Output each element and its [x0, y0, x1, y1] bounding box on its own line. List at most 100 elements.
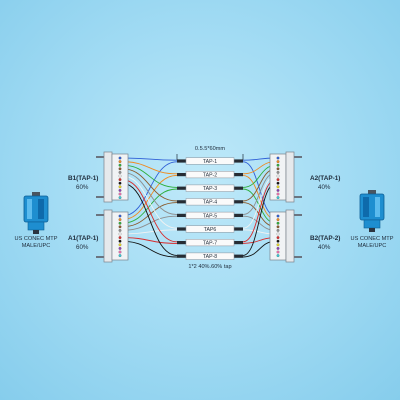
tap-label: TAP-4	[203, 200, 217, 206]
port-dot	[118, 239, 122, 243]
fiber-line	[121, 164, 178, 188]
tap-splitter-2: TAP-2	[177, 171, 243, 179]
port-dot	[276, 196, 280, 200]
port-dot	[118, 214, 122, 218]
port-dot	[118, 163, 122, 167]
port-a1-percent: 60%	[76, 244, 89, 251]
port-dot	[276, 228, 280, 232]
port-dot	[276, 225, 280, 229]
port-dot	[118, 167, 122, 171]
port-b1-percent: 60%	[76, 184, 89, 191]
fiber-line	[121, 240, 178, 258]
fiber-line	[121, 229, 178, 235]
tap-splitter-7: TAP-7	[177, 239, 243, 247]
port-dot	[118, 246, 122, 250]
dimension-label: 0.5.5*60mm	[195, 146, 225, 152]
right-port-dots	[276, 156, 280, 258]
left-mtp-connector	[23, 192, 49, 234]
port-dot	[276, 250, 280, 254]
port-a1-name: A1(TAP-1)	[68, 235, 98, 242]
fiber-line	[121, 168, 178, 202]
port-b2-name: B2(TAP-2)	[310, 235, 340, 242]
tap-label: TAP-3	[203, 186, 217, 192]
port-dot	[276, 214, 280, 218]
left-fanout-block	[96, 151, 129, 263]
port-b1-name: B1(TAP-1)	[68, 175, 98, 182]
left-connector-label-line2: MALE/UPC	[22, 243, 51, 249]
fiber-line	[121, 161, 178, 175]
port-dot	[118, 170, 122, 174]
port-dot	[118, 254, 122, 258]
tap-splitter-5: TAP-5	[177, 211, 243, 219]
left-connector-label-line1: US CONEC MTP	[15, 236, 58, 242]
fiber-line	[121, 179, 178, 243]
port-dot	[118, 174, 122, 178]
port-dot	[276, 243, 280, 247]
fiber-line	[121, 188, 178, 224]
port-b2-percent: 40%	[318, 244, 331, 251]
tap-label: TAP-8	[203, 254, 217, 260]
port-dot	[276, 192, 280, 196]
tap-label: TAP6	[204, 227, 217, 233]
port-dot	[276, 160, 280, 164]
port-dot	[276, 236, 280, 240]
right-fanout-block	[269, 151, 302, 263]
port-dot	[118, 188, 122, 192]
port-dot	[118, 156, 122, 160]
tap-splitter-4: TAP-4	[177, 198, 243, 206]
fiber-line	[121, 215, 178, 231]
port-dot	[276, 185, 280, 189]
port-dot	[276, 163, 280, 167]
port-dot	[118, 196, 122, 200]
port-dot	[276, 221, 280, 225]
port-dot	[276, 170, 280, 174]
left-port-dots	[118, 156, 122, 258]
port-dot	[276, 156, 280, 160]
fiber-line	[121, 157, 178, 161]
port-dot	[276, 188, 280, 192]
fiber-line	[121, 202, 178, 228]
port-a2-name: A2(TAP-1)	[310, 175, 340, 182]
tap-label: TAP-5	[203, 213, 217, 219]
tap-label: TAP-7	[203, 241, 217, 247]
fiber-line	[121, 171, 178, 216]
port-dot	[118, 192, 122, 196]
tap-caption: 1*2 40%.60% tap	[188, 264, 231, 270]
tap-splitter-3: TAP-3	[177, 184, 243, 192]
port-dot	[118, 228, 122, 232]
port-dot	[118, 225, 122, 229]
port-dot	[276, 167, 280, 171]
port-a2-percent: 40%	[318, 184, 331, 191]
tap-label: TAP-1	[203, 159, 217, 165]
tap-splitter-8: TAP-8	[177, 252, 243, 260]
fiber-line	[121, 182, 178, 256]
tap-label: TAP-2	[203, 173, 217, 179]
dimension-marker	[176, 154, 244, 160]
port-dot	[118, 221, 122, 225]
port-dot	[118, 185, 122, 189]
right-connector-label-line1: US CONEC MTP	[351, 236, 394, 242]
port-dot	[276, 218, 280, 222]
tap-splitter-1: TAP-1	[177, 157, 243, 165]
fiber-line	[121, 161, 178, 217]
right-mtp-connector	[359, 190, 385, 232]
port-dot	[276, 174, 280, 178]
port-dot	[118, 178, 122, 182]
port-dot	[118, 250, 122, 254]
port-dot	[118, 218, 122, 222]
fiber-line	[121, 237, 178, 244]
port-dot	[276, 239, 280, 243]
port-dot	[276, 232, 280, 236]
port-dot	[118, 236, 122, 240]
port-dot	[276, 178, 280, 182]
fiber-line	[121, 174, 178, 221]
port-dot	[118, 160, 122, 164]
port-dot	[118, 232, 122, 236]
port-dot	[276, 181, 280, 185]
tap-splitter-6: TAP6	[177, 225, 243, 233]
port-dot	[276, 254, 280, 258]
fiber-line	[121, 175, 178, 229]
